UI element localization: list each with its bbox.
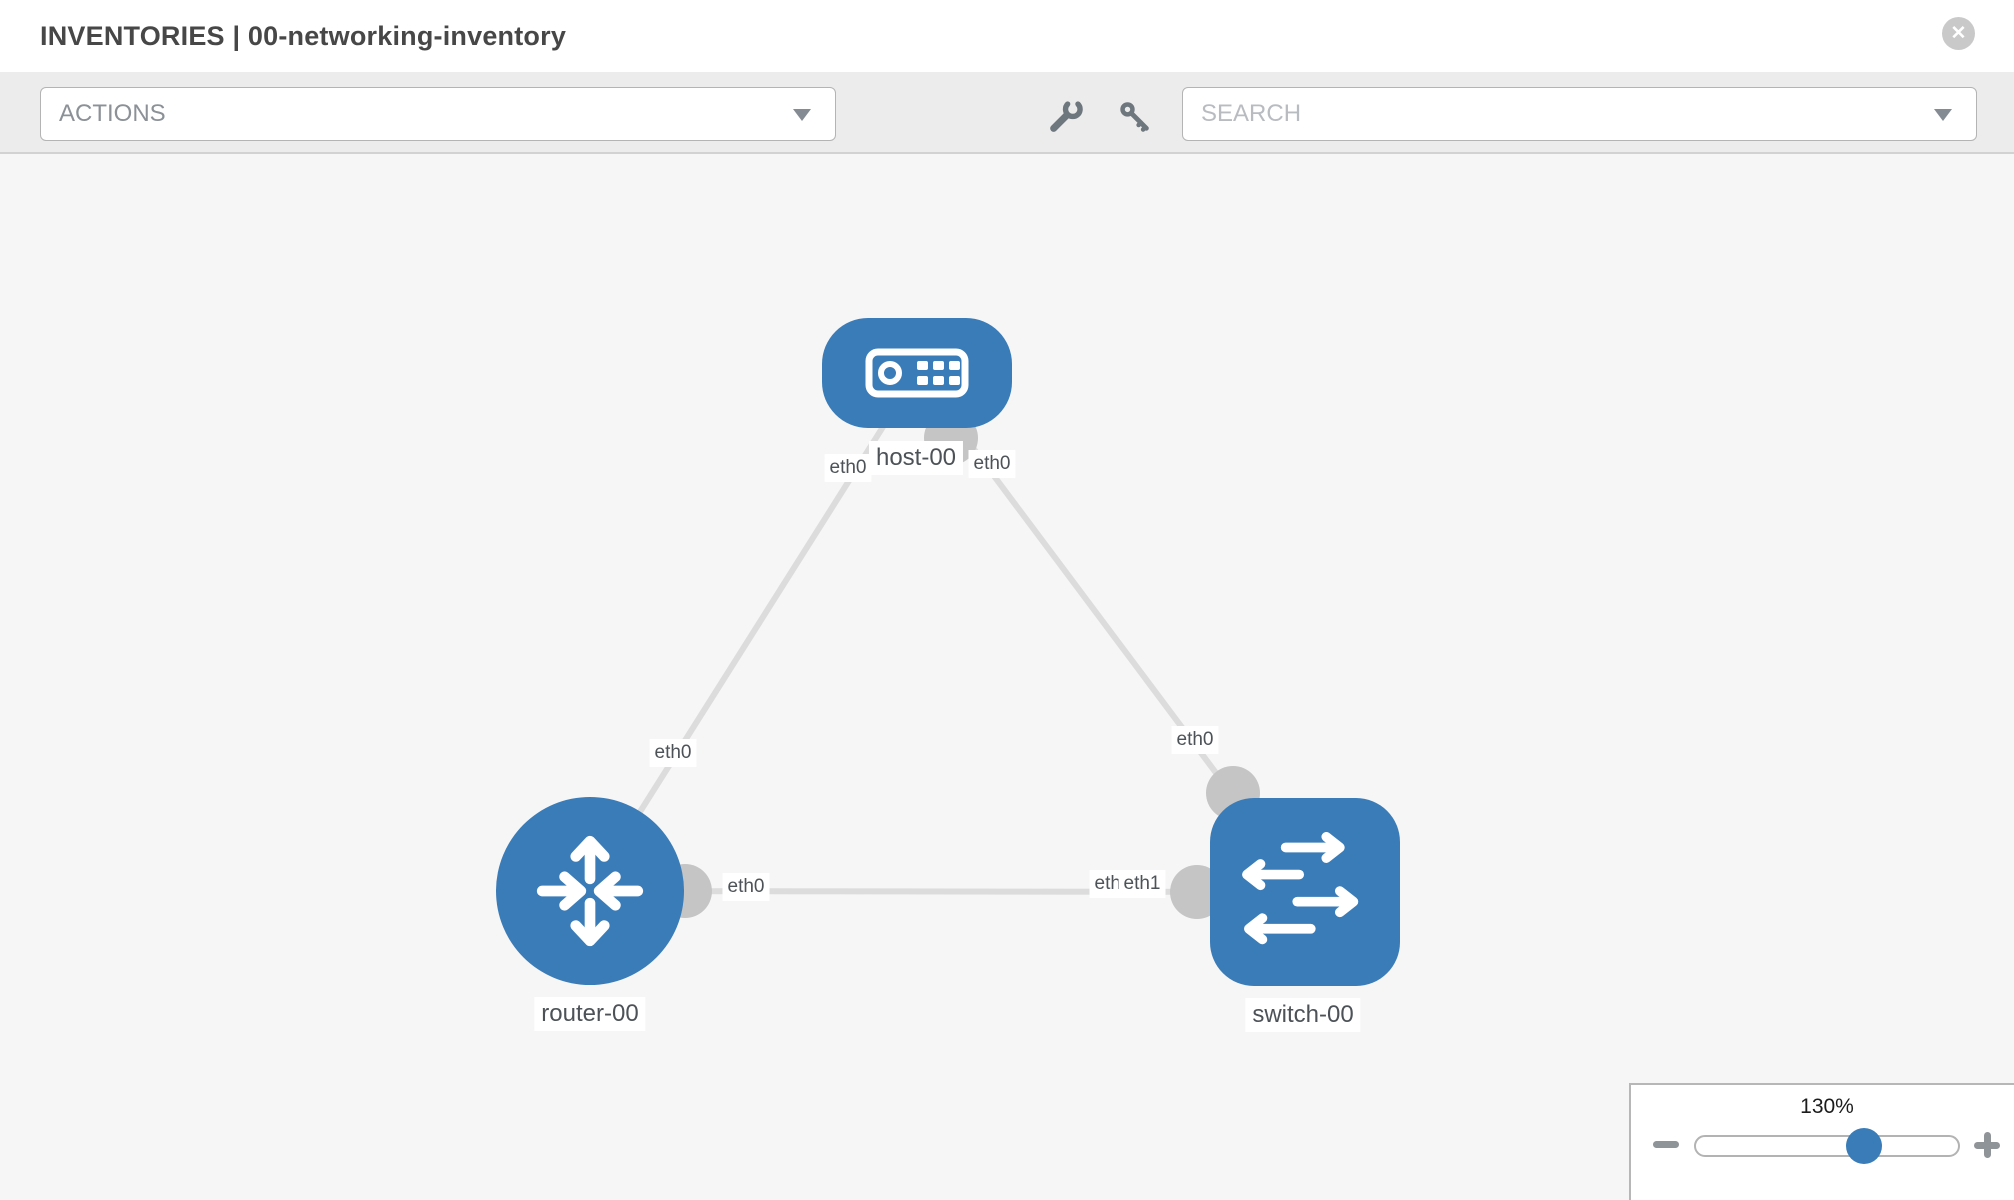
switch-icon xyxy=(1242,832,1359,945)
links-layer xyxy=(587,370,1308,895)
configure-button[interactable] xyxy=(1046,96,1086,136)
credentials-button[interactable] xyxy=(1115,96,1155,136)
actions-dropdown-label: ACTIONS xyxy=(59,100,166,127)
page-title: INVENTORIES | 00-networking-inventory xyxy=(40,21,567,51)
zoom-out-button[interactable] xyxy=(1653,1141,1679,1148)
node-label-switch-00: switch-00 xyxy=(1245,998,1361,1032)
router-icon xyxy=(536,835,644,947)
search-placeholder: SEARCH xyxy=(1201,100,1302,127)
interface-label-eth0: eth0 xyxy=(824,454,872,482)
zoom-slider-handle[interactable] xyxy=(1846,1128,1883,1164)
chevron-down-icon xyxy=(793,109,811,121)
zoom-control-panel: 130% xyxy=(1629,1083,2014,1200)
chevron-down-icon xyxy=(1934,109,1952,121)
interface-label-eth1: eth1 xyxy=(1118,870,1166,898)
close-icon: ✕ xyxy=(1950,23,1967,44)
interface-label-eth0: eth0 xyxy=(649,739,697,767)
toolbar: ACTIONS SEARCH xyxy=(0,72,2014,154)
interface-label-eth0: eth0 xyxy=(968,450,1016,478)
titlebar: INVENTORIES | 00-networking-inventory ✕ xyxy=(0,0,2014,72)
close-button[interactable]: ✕ xyxy=(1942,17,1975,50)
node-label-host-00: host-00 xyxy=(868,441,964,475)
zoom-slider-track[interactable] xyxy=(1694,1135,1960,1157)
node-label-router-00: router-00 xyxy=(534,997,646,1031)
node-switch-00[interactable] xyxy=(1210,798,1400,986)
host-icon xyxy=(865,348,969,398)
plus-icon xyxy=(1983,1132,1991,1158)
actions-dropdown[interactable]: ACTIONS xyxy=(40,87,836,141)
search-dropdown[interactable]: SEARCH xyxy=(1182,87,1977,141)
node-router-00[interactable] xyxy=(496,797,684,985)
zoom-in-button[interactable] xyxy=(1974,1132,2000,1158)
node-host-00[interactable] xyxy=(822,318,1012,428)
wrench-icon xyxy=(1050,101,1083,132)
key-icon xyxy=(1120,102,1149,132)
interface-label-eth0: eth0 xyxy=(1171,726,1219,754)
interface-label-eth0: eth0 xyxy=(722,873,770,901)
zoom-percentage: 130% xyxy=(1800,1095,1854,1118)
